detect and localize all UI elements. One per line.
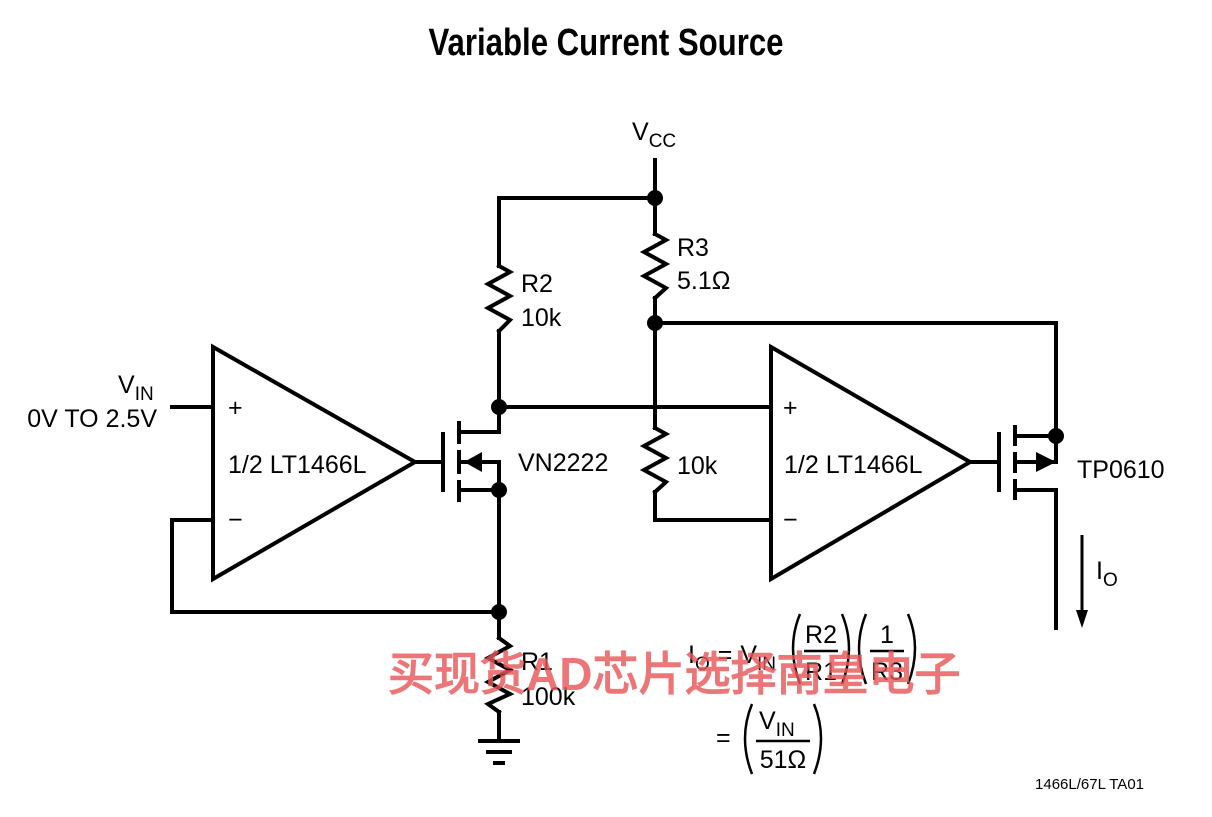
wire-nodeC-to-q2 bbox=[653, 321, 1058, 438]
opamp1-triangle bbox=[211, 343, 420, 583]
resistor-r3 bbox=[639, 231, 671, 301]
wire-q2-drain bbox=[1016, 488, 1058, 630]
q2-tp0610-symbol bbox=[997, 425, 1056, 500]
opamp1-minus: − bbox=[228, 506, 243, 534]
opamp1-label: 1/2 LT1466L bbox=[228, 451, 367, 479]
r1-value: 100k bbox=[521, 683, 576, 711]
frac3-num: VIN bbox=[759, 707, 795, 741]
frac3-den: 51Ω bbox=[760, 746, 807, 774]
watermark-text: 买现货AD芯片选择南皇电子 bbox=[388, 648, 960, 700]
vcc-label: VCC bbox=[632, 118, 676, 152]
r4-value: 10k bbox=[677, 452, 718, 480]
junction-dot bbox=[1048, 428, 1064, 444]
q1-arrow-icon bbox=[464, 452, 482, 472]
wires bbox=[170, 158, 1058, 742]
wire-r4-to-opamp2-minus bbox=[653, 490, 773, 522]
opamp2-triangle bbox=[769, 343, 974, 583]
paren-icon bbox=[857, 613, 868, 685]
paren-icon bbox=[743, 703, 754, 775]
equation: IO=VIN R2 R1 1 R3 = VIN 51Ω bbox=[688, 613, 917, 775]
junctions bbox=[491, 190, 1064, 620]
wire-q1-source bbox=[460, 488, 501, 614]
wire-feedback-opamp1 bbox=[170, 518, 501, 614]
opamp2-label: 1/2 LT1466L bbox=[784, 451, 923, 479]
q2-arrow-icon bbox=[1036, 452, 1056, 472]
vin-range-label: 0V TO 2.5V bbox=[27, 405, 157, 433]
q1-vn2222-symbol bbox=[441, 421, 482, 502]
r3-value: 5.1Ω bbox=[677, 267, 730, 295]
r2-name: R2 bbox=[521, 270, 553, 298]
eq2-equals: = bbox=[716, 724, 731, 752]
r2-value: 10k bbox=[521, 304, 562, 332]
junction-dot bbox=[647, 315, 663, 331]
paren-icon bbox=[791, 613, 802, 685]
wire-vcc-to-r2 bbox=[497, 196, 657, 268]
resistor-r4 bbox=[639, 425, 671, 495]
frac1-num: R2 bbox=[805, 621, 837, 649]
paren-icon bbox=[812, 703, 823, 775]
opamp2-minus: − bbox=[783, 506, 798, 534]
junction-dot bbox=[647, 190, 663, 206]
frac1-den: R1 bbox=[805, 658, 837, 686]
paren-icon bbox=[840, 613, 851, 685]
q2-label: TP0610 bbox=[1077, 456, 1165, 484]
frac2-num: 1 bbox=[880, 621, 894, 649]
io-arrow-icon bbox=[1076, 535, 1088, 628]
r1-name: R1 bbox=[521, 648, 553, 676]
paren-icon bbox=[906, 613, 917, 685]
figure-ref: 1466L/67L TA01 bbox=[1035, 776, 1144, 793]
eq-lhs: IO=VIN bbox=[688, 641, 776, 675]
wire-q1-drain bbox=[460, 405, 501, 434]
junction-dot bbox=[491, 399, 507, 415]
junction-dot bbox=[491, 604, 507, 620]
resistor-r2 bbox=[483, 263, 515, 334]
opamp2-plus: + bbox=[783, 394, 798, 422]
q1-label: VN2222 bbox=[518, 449, 608, 477]
ground-symbol bbox=[478, 739, 520, 765]
frac2-den: R3 bbox=[871, 658, 903, 686]
diagram-title: Variable Current Source bbox=[428, 22, 784, 64]
resistor-r1 bbox=[483, 635, 515, 715]
r3-name: R3 bbox=[677, 234, 709, 262]
opamp1-plus: + bbox=[228, 394, 243, 422]
vin-label: VIN bbox=[118, 371, 154, 405]
junction-dot bbox=[491, 482, 507, 498]
io-label: IO bbox=[1096, 557, 1118, 591]
